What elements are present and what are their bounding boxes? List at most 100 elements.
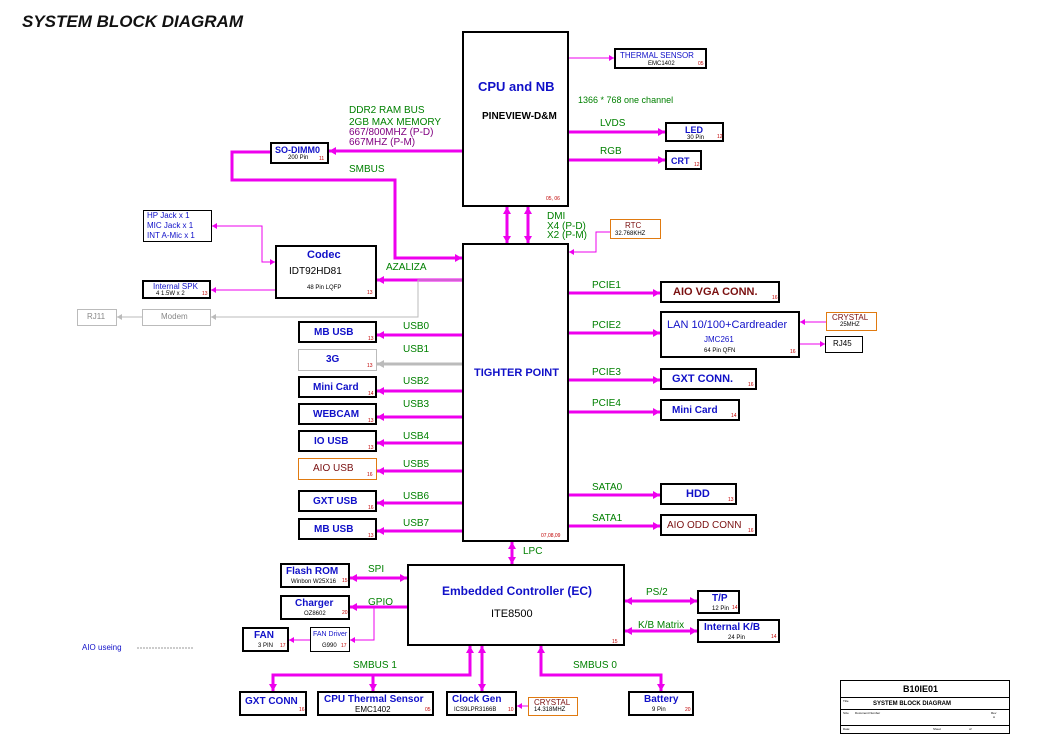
title-block-size: Size (843, 711, 849, 715)
wire-arrow-32 (377, 360, 384, 368)
wire-arrow-12 (503, 207, 511, 214)
audio-jack-block: HP Jack x 1 MIC Jack x 1 INT A-Mic x 1 (143, 210, 212, 242)
rj11-title: RJ11 (87, 312, 106, 321)
pcie1-label: PCIE1 (592, 280, 621, 291)
wire-16 (569, 231, 610, 253)
pch-title: TIGHTER POINT (474, 367, 559, 379)
wire-arrow-21 (212, 223, 217, 229)
thermal-sensor-sub: EMC1402 (648, 61, 675, 67)
led-sub: 30 Pin (687, 135, 705, 141)
cpu-title: CPU and NB (478, 79, 555, 94)
dmi-label-3: X2 (P-M) (547, 230, 587, 241)
wire-arrow-9 (455, 254, 462, 262)
crystal-lan-title: CRYSTAL (832, 313, 869, 322)
wire-arrow-88 (517, 703, 522, 709)
usb6-label: USB6 (403, 491, 430, 502)
title-block-sheet: Sheet (933, 727, 941, 731)
battery-title: Battery (644, 694, 679, 705)
kb-page: 14 (771, 634, 777, 640)
gxt-conn-bottom-block: GXT CONN 16 (239, 691, 307, 716)
wire-89 (539, 646, 663, 691)
hdd-block: HDD 13 (660, 483, 737, 505)
wire-arrow-85 (478, 684, 486, 691)
wire-arrow-78 (625, 627, 632, 635)
codec-block: Codec IDT92HD81 48 Pin LQFP 13 (275, 245, 377, 299)
pcie3-label: PCIE3 (592, 367, 621, 378)
gxt-usb-title: GXT USB (313, 496, 358, 507)
crt-title: CRT (671, 156, 690, 166)
wire-arrow-52 (653, 408, 660, 416)
flash-rom-page: 15 (342, 578, 348, 584)
internal-spk-block: Internal SPK 4 1.5W x 2 13 (142, 280, 211, 299)
lan-title: LAN 10/100+Cardreader (667, 319, 788, 331)
wire-arrow-58 (800, 319, 805, 325)
minicard-left-title: Mini Card (313, 382, 359, 393)
azaliza-label: AZALIZA (386, 262, 427, 273)
wire-arrow-11 (503, 236, 511, 243)
wire-arrow-1 (609, 55, 614, 61)
odd-block: AIO ODD CONN 16 (660, 514, 757, 536)
gxt-conn-title: GXT CONN. (672, 373, 734, 385)
usb3-label: USB3 (403, 399, 430, 410)
minicard-right-block: Mini Card 14 (660, 399, 740, 421)
title-block-title-label: Title (843, 699, 849, 703)
webcam-block: WEBCAM 13 (298, 403, 377, 425)
wire-arrow-24 (211, 287, 216, 293)
title-block-doc: SYSTEM BLOCK DIAGRAM (873, 701, 951, 707)
usb7-label: USB7 (403, 518, 430, 529)
mb-usb-title-2: MB USB (314, 524, 354, 535)
led-title: LED (685, 125, 703, 135)
webcam-title: WEBCAM (313, 409, 360, 420)
wire-arrow-44 (377, 527, 384, 535)
title-block-revv: A (993, 715, 996, 719)
crystal-lan-sub: 25MHZ (840, 322, 860, 328)
modem-block: Modem (142, 309, 211, 326)
ec-title: Embedded Controller (EC) (442, 584, 593, 598)
thermal-sensor-block: THERMAL SENSOR EMC1402 05 (614, 48, 707, 69)
gxt-usb-page: 16 (368, 505, 374, 511)
mic-jack-label: MIC Jack x 1 (147, 221, 194, 230)
ddr-label: DDR2 RAM BUS (349, 105, 425, 116)
flash-rom-block: Flash ROM Winbon W25X16 15 (280, 563, 350, 588)
usb0-label: USB0 (403, 321, 430, 332)
lan-page: 16 (790, 349, 796, 355)
pch-block: TIGHTER POINT 07,08,09 (462, 243, 569, 542)
usb2-label: USB2 (403, 376, 430, 387)
page-title: SYSTEM BLOCK DIAGRAM (22, 12, 243, 31)
aio-vga-block: AIO VGA CONN. 16 (660, 281, 780, 303)
thermal-sensor-page: 05 (698, 61, 704, 67)
fan-block: FAN 3 PIN 17 (242, 627, 289, 652)
aio-usb-title: AIO USB (313, 463, 354, 474)
3g-block: 3G 13 (298, 349, 377, 371)
title-block-name: B10IE01 (903, 684, 939, 694)
tp-block: T/P 12 Pin 14 (697, 590, 740, 614)
gpio-label: GPIO (368, 597, 394, 608)
lan-sub: JMC261 (704, 335, 734, 344)
mb-usb-block-2: MB USB 13 (298, 518, 377, 540)
codec-sub2: 48 Pin LQFP (307, 285, 342, 291)
wire-arrow-26 (211, 314, 216, 320)
wire-25 (211, 279, 462, 318)
wire-arrow-36 (377, 413, 384, 421)
sodimm-title: SO-DIMM0 (275, 145, 320, 155)
charger-page: 20 (342, 610, 348, 616)
fan-page: 17 (280, 643, 286, 649)
battery-block: Battery 9 Pin 20 (628, 691, 694, 716)
sata0-label: SATA0 (592, 482, 623, 493)
wire-arrow-80 (269, 684, 277, 691)
crystal-clk-block: CRYSTAL 14.318MHZ (528, 697, 578, 716)
dmi-label-1: DMI (547, 211, 566, 222)
crystal-clk-sub: 14.318MHZ (534, 707, 566, 713)
wire-arrow-75 (625, 597, 632, 605)
odd-title: AIO ODD CONN (667, 520, 742, 531)
wire-arrow-66 (400, 574, 407, 582)
cpu-thermal-block: CPU Thermal Sensor EMC1402 05 (317, 691, 434, 716)
wire-arrow-91 (537, 646, 545, 653)
hdd-page: 13 (728, 497, 734, 503)
io-usb-page: 13 (368, 445, 374, 451)
hdd-title: HDD (686, 488, 710, 500)
battery-page: 20 (685, 707, 691, 713)
spi-label: SPI (368, 564, 385, 575)
